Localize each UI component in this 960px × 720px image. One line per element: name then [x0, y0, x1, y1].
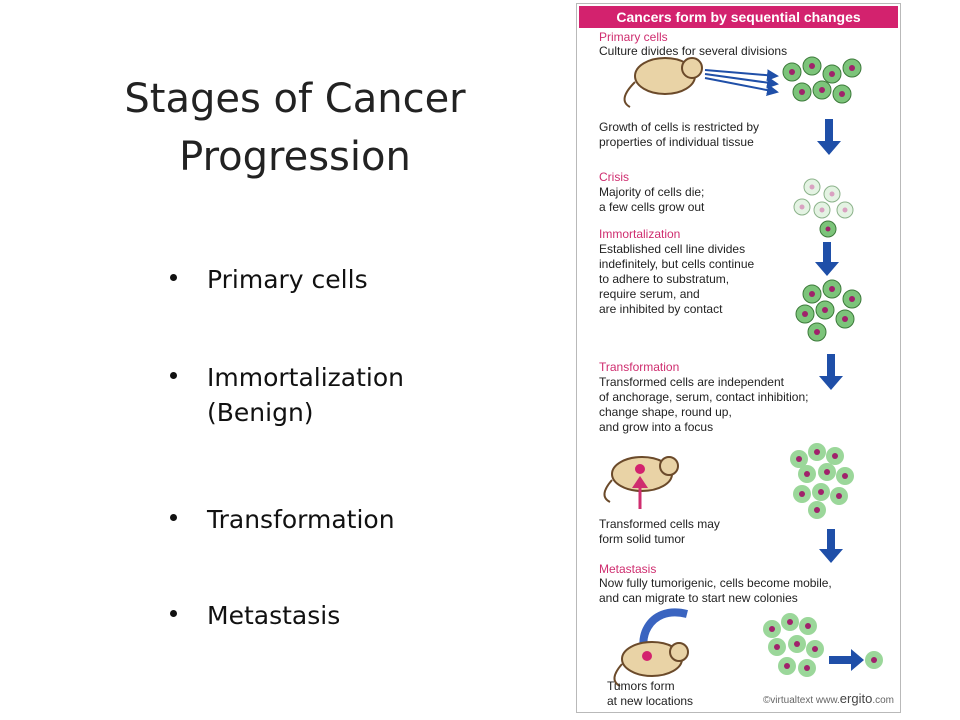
figure-artwork [603, 56, 883, 687]
arrow-icon [704, 69, 779, 96]
stage-text-transformation: Transformed cells are independent of anc… [599, 375, 809, 434]
cancer-stages-figure: Cancers form by sequential changes Prima… [576, 3, 901, 713]
right-arrow-icon [829, 649, 864, 671]
stage-text-solid-tumor: Transformed cells may form solid tumor [599, 517, 720, 546]
crisis-cells-cluster [793, 178, 854, 238]
bullet-dot [170, 610, 177, 617]
bullet-dot [170, 274, 177, 281]
credit-domain: .com [872, 695, 894, 706]
stage-heading-crisis: Crisis [599, 170, 629, 184]
primary-cells-cluster [782, 56, 862, 104]
stage-text-crisis: Majority of cells die; a few cells grow … [599, 185, 705, 214]
bullet-text: Primary cells [207, 265, 368, 294]
stage-heading-immortalization: Immortalization [599, 227, 681, 241]
stage-text-primary: Culture divides for several divisions [599, 44, 788, 58]
slide-title-line1: Stages of Cancer [124, 76, 466, 122]
stage-heading-transformation: Transformation [599, 360, 680, 374]
slide-title: Stages of Cancer Progression [90, 70, 500, 186]
bullet-text: Metastasis [207, 601, 341, 630]
mouse-with-tumors-icon [613, 641, 689, 687]
down-arrow-icon [815, 242, 839, 276]
figure-credit: ©virtualtext www.ergito.com [763, 691, 894, 706]
bullet-dot [170, 514, 177, 521]
credit-www: www. [815, 695, 840, 706]
bullet-text: Immortalization (Benign) [207, 363, 404, 427]
bullet-dot [170, 372, 177, 379]
credit-virtualtext: ©virtualtext [762, 695, 814, 706]
stage-text-immortalization: Established cell line divides indefinite… [599, 242, 755, 316]
stage-text-metastasis: Now fully tumorigenic, cells become mobi… [599, 576, 832, 605]
stage-text-tumors-form: Tumors form at new locations [607, 679, 694, 708]
bullet-text: Transformation [207, 505, 395, 534]
migrating-cell [865, 651, 883, 669]
immortalized-cells-cluster [795, 279, 862, 342]
down-arrow-icon [817, 119, 841, 155]
figure-header: Cancers form by sequential changes [579, 6, 898, 28]
down-arrow-icon [819, 354, 843, 390]
up-arrow-head-icon [632, 476, 648, 488]
mouse-with-tumor-icon [603, 456, 679, 503]
stage-heading-metastasis: Metastasis [599, 562, 657, 576]
transformed-focus-cluster [790, 443, 854, 519]
stage-text-growth: Growth of cells is restricted by propert… [599, 120, 760, 149]
stage-heading-primary: Primary cells [599, 30, 668, 44]
slide-title-line2: Progression [179, 134, 411, 180]
down-arrow-icon [819, 529, 843, 563]
credit-brand: ergito [839, 691, 873, 706]
metastasis-cluster [763, 613, 824, 677]
mouse-icon [623, 57, 703, 108]
